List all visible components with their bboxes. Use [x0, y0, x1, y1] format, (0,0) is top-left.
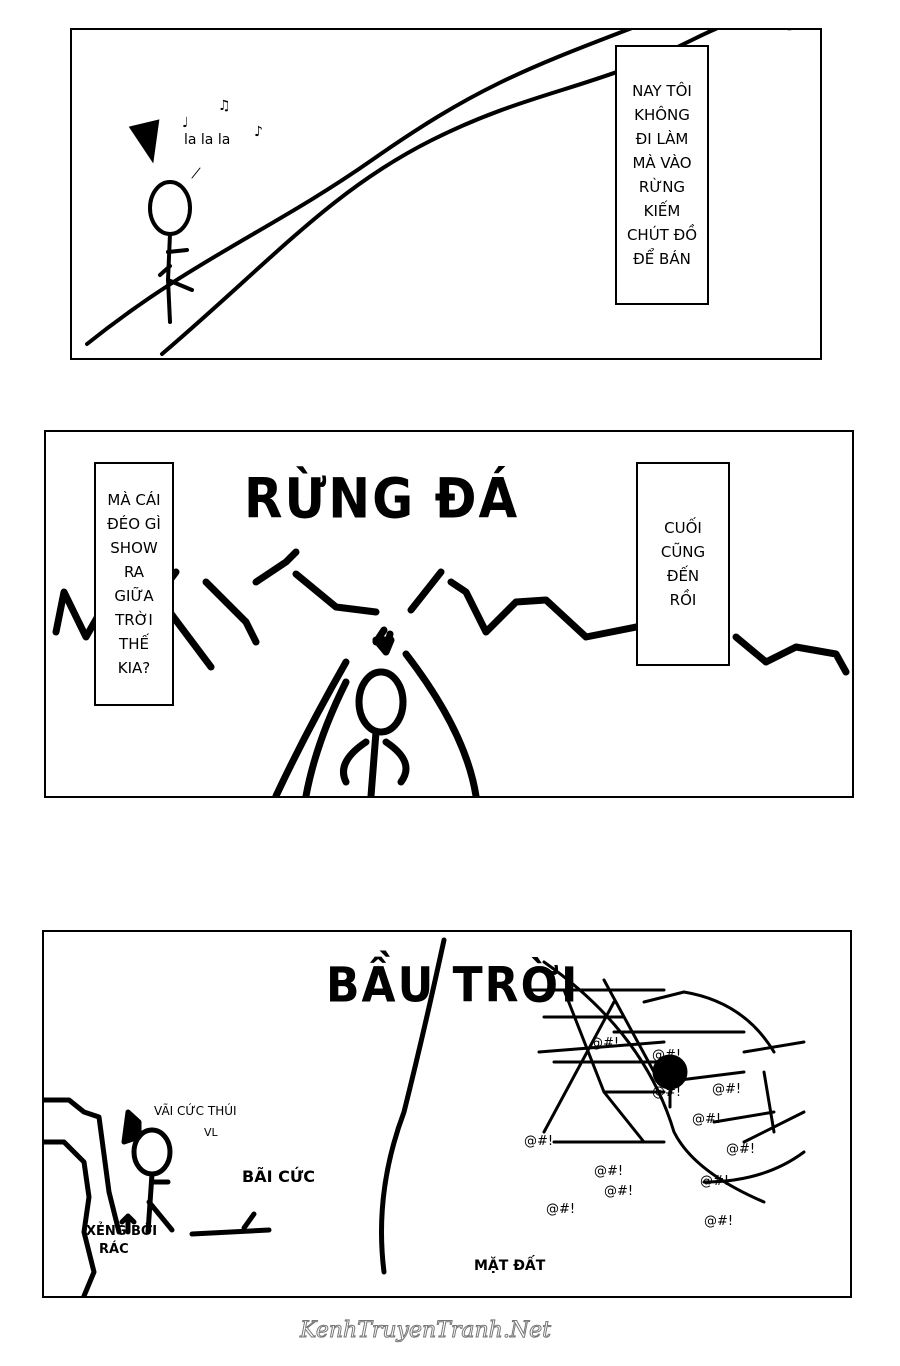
narration-box: NAY TÔI KHÔNG ĐI LÀM MÀ VÀO RỪNG KIẾM CH… [615, 45, 709, 305]
watermark: KenhTruyenTranh.Net [300, 1318, 552, 1344]
box-line: MÀ CÁI [107, 491, 161, 509]
curse-text: @#! [726, 1142, 756, 1157]
comic-panel-1: ♩ ♫ la la la ♪ NAY TÔI KHÔNG ĐI LÀM MÀ V… [70, 28, 822, 360]
narration-line: MÀ VÀO [632, 154, 692, 172]
curse-text: @#! [704, 1214, 734, 1229]
panel-1-drawing [85, 30, 793, 356]
narration-line: KIẾM [643, 202, 681, 220]
shovel-label: RÁC [99, 1242, 129, 1257]
panel-2-title: RỪNG ĐÁ [244, 467, 520, 531]
shovel-label: XẺNG BỚI [86, 1224, 158, 1239]
narration-line: ĐI LÀM [635, 130, 689, 148]
curse-text: @#! [590, 1036, 620, 1051]
curse-text: @#! [652, 1048, 682, 1063]
box-line: CŨNG [660, 543, 706, 561]
narration-line: CHÚT ĐỒ [626, 226, 698, 244]
curse-text: @#! [594, 1164, 624, 1179]
box-line: TRỜI [115, 611, 153, 629]
comic-panel-2: RỪNG ĐÁ MÀ CÁI ĐÉO GÌ SHOW RA GIỮA TRỜI … [44, 430, 854, 798]
thought-text: VL [204, 1126, 218, 1139]
narration-line: RỪNG [638, 178, 686, 196]
thought-box-left: MÀ CÁI ĐÉO GÌ SHOW RA GIỮA TRỜI THẾ KIA? [94, 462, 174, 706]
box-line: RỒI [669, 591, 697, 609]
box-line: ĐẾN [666, 567, 700, 585]
comic-panel-3: BẦU TRỜI VÃI CỨC THÚI VL BÃI CỨC XẺNG BỚ… [42, 930, 852, 1298]
narration-line: KHÔNG [634, 106, 690, 124]
box-line: RA [123, 563, 145, 581]
song-text: la la la [184, 132, 231, 148]
poop-label: BÃI CỨC [242, 1167, 315, 1186]
box-line: KIA? [117, 659, 151, 677]
box-line: GIỮA [114, 587, 154, 605]
narration-line: NAY TÔI [632, 82, 692, 100]
box-line: THẾ [119, 635, 149, 653]
thought-text: VÃI CỨC THÚI [154, 1104, 237, 1118]
panel-3-drawing [44, 937, 806, 1296]
curse-text: @#! [604, 1184, 634, 1199]
curse-text: @#! [700, 1174, 730, 1189]
box-line: CUỐI [664, 519, 702, 537]
ground-label: MẶT ĐẤT [474, 1258, 546, 1274]
curse-text: @#! [546, 1202, 576, 1217]
music-note-icon: ♫ [218, 98, 231, 114]
curse-text: @#! [524, 1134, 554, 1149]
box-line: SHOW [110, 539, 158, 557]
music-note-icon: ♪ [254, 124, 263, 140]
thought-box-right: CUỐI CŨNG ĐẾN RỒI [636, 462, 730, 666]
curse-text: @#! [692, 1112, 722, 1127]
music-note-icon: ♩ [182, 115, 189, 131]
box-line: ĐÉO GÌ [107, 515, 161, 533]
narration-line: ĐỂ BÁN [633, 250, 691, 268]
panel-3-title: BẦU TRỜI [326, 957, 580, 1014]
curse-text: @#! [712, 1082, 742, 1097]
curse-text: @#! [652, 1085, 682, 1100]
